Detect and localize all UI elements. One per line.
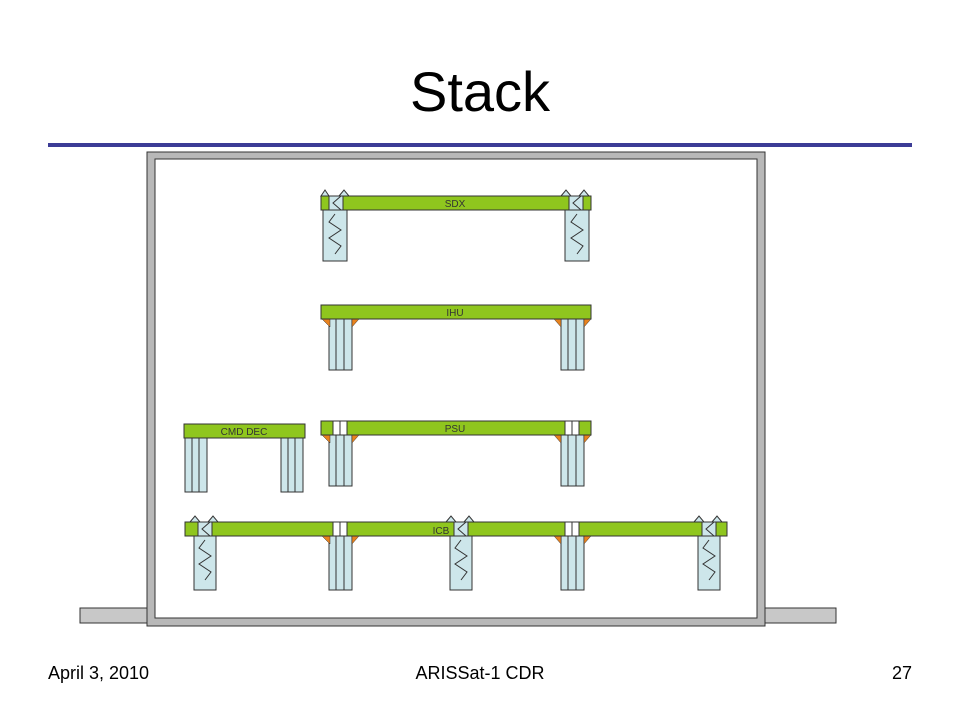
standoff bbox=[193, 534, 217, 591]
standoff bbox=[560, 534, 585, 591]
slide-title: Stack bbox=[409, 60, 551, 123]
nut-cap bbox=[444, 515, 458, 523]
screw-thread bbox=[198, 539, 212, 581]
board-sdx: SDX bbox=[320, 189, 592, 262]
board-bar bbox=[320, 420, 592, 436]
screw-thread bbox=[702, 539, 716, 581]
nut-cap bbox=[206, 515, 220, 523]
standoff bbox=[328, 317, 353, 371]
board-label-ihu: IHU bbox=[446, 308, 463, 319]
board-label-psu: PSU bbox=[445, 424, 466, 435]
board-bar bbox=[320, 195, 592, 211]
board-bar bbox=[183, 423, 306, 439]
title-divider bbox=[48, 143, 912, 147]
standoff bbox=[328, 534, 353, 591]
nut-cap bbox=[188, 515, 202, 523]
board-label-sdx: SDX bbox=[445, 199, 466, 210]
nut bbox=[453, 521, 469, 537]
board-cmd-dec: CMD DEC bbox=[183, 423, 306, 493]
board-bar bbox=[320, 304, 592, 320]
nut bbox=[197, 521, 213, 537]
base-flange-left bbox=[79, 607, 151, 624]
nut-cap bbox=[337, 189, 351, 197]
board-psu: PSU bbox=[320, 420, 592, 487]
screw-thread bbox=[454, 539, 468, 581]
nut bbox=[328, 195, 344, 211]
nut-cap bbox=[710, 515, 724, 523]
screw-thread bbox=[328, 213, 342, 255]
nut-cap bbox=[462, 515, 476, 523]
board-label-cmd-dec: CMD DEC bbox=[221, 427, 268, 438]
nut-cap bbox=[320, 189, 330, 197]
base-flange-right bbox=[761, 607, 837, 624]
board-icb: ICB bbox=[184, 515, 728, 591]
board-label-icb: ICB bbox=[433, 526, 450, 537]
standoff bbox=[184, 437, 208, 493]
nut bbox=[568, 195, 584, 211]
nut-cap bbox=[577, 189, 591, 197]
nut bbox=[701, 521, 717, 537]
standoff bbox=[449, 534, 473, 591]
nut-cap bbox=[559, 189, 573, 197]
footer-page-number: 27 bbox=[891, 663, 912, 683]
footer-date: April 3, 2010 bbox=[48, 663, 150, 683]
standoff bbox=[564, 208, 590, 262]
nut-cap bbox=[692, 515, 706, 523]
screw-thread bbox=[570, 213, 584, 255]
standoff bbox=[328, 433, 353, 487]
board-ihu: IHU bbox=[320, 304, 592, 371]
standoff bbox=[280, 437, 304, 493]
footer-title: ARISSat-1 CDR bbox=[415, 663, 545, 683]
standoff bbox=[560, 317, 585, 371]
standoff bbox=[560, 433, 585, 487]
standoff bbox=[697, 534, 721, 591]
